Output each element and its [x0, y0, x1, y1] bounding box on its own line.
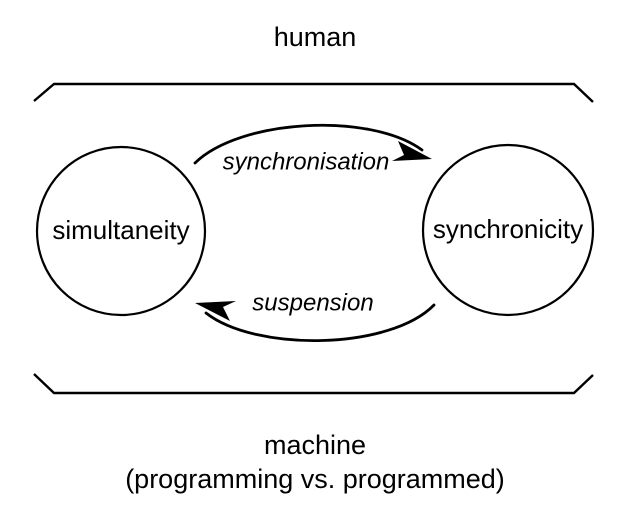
bottom-bracket — [33, 373, 594, 395]
bottom-group-sublabel: (programming vs. programmed) — [125, 464, 505, 494]
arrow-curve-suspension — [204, 303, 436, 343]
node-label-simultaneity: simultaneity — [52, 215, 189, 245]
edge-label-suspension: suspension — [252, 289, 373, 316]
bottom-group-label: machine — [264, 430, 366, 460]
arrow-head-synchronisation — [392, 141, 432, 161]
node-circle-simultaneity[interactable] — [35, 145, 207, 317]
node-circle-synchronicity[interactable] — [421, 143, 595, 317]
top-group-label: human — [274, 22, 357, 52]
arrow-head-suspension — [195, 301, 236, 321]
top-bracket — [33, 82, 594, 103]
edge-label-synchronisation: synchronisation — [223, 148, 390, 175]
arrow-curve-synchronisation — [193, 123, 424, 165]
node-label-synchronicity: synchronicity — [433, 214, 583, 244]
